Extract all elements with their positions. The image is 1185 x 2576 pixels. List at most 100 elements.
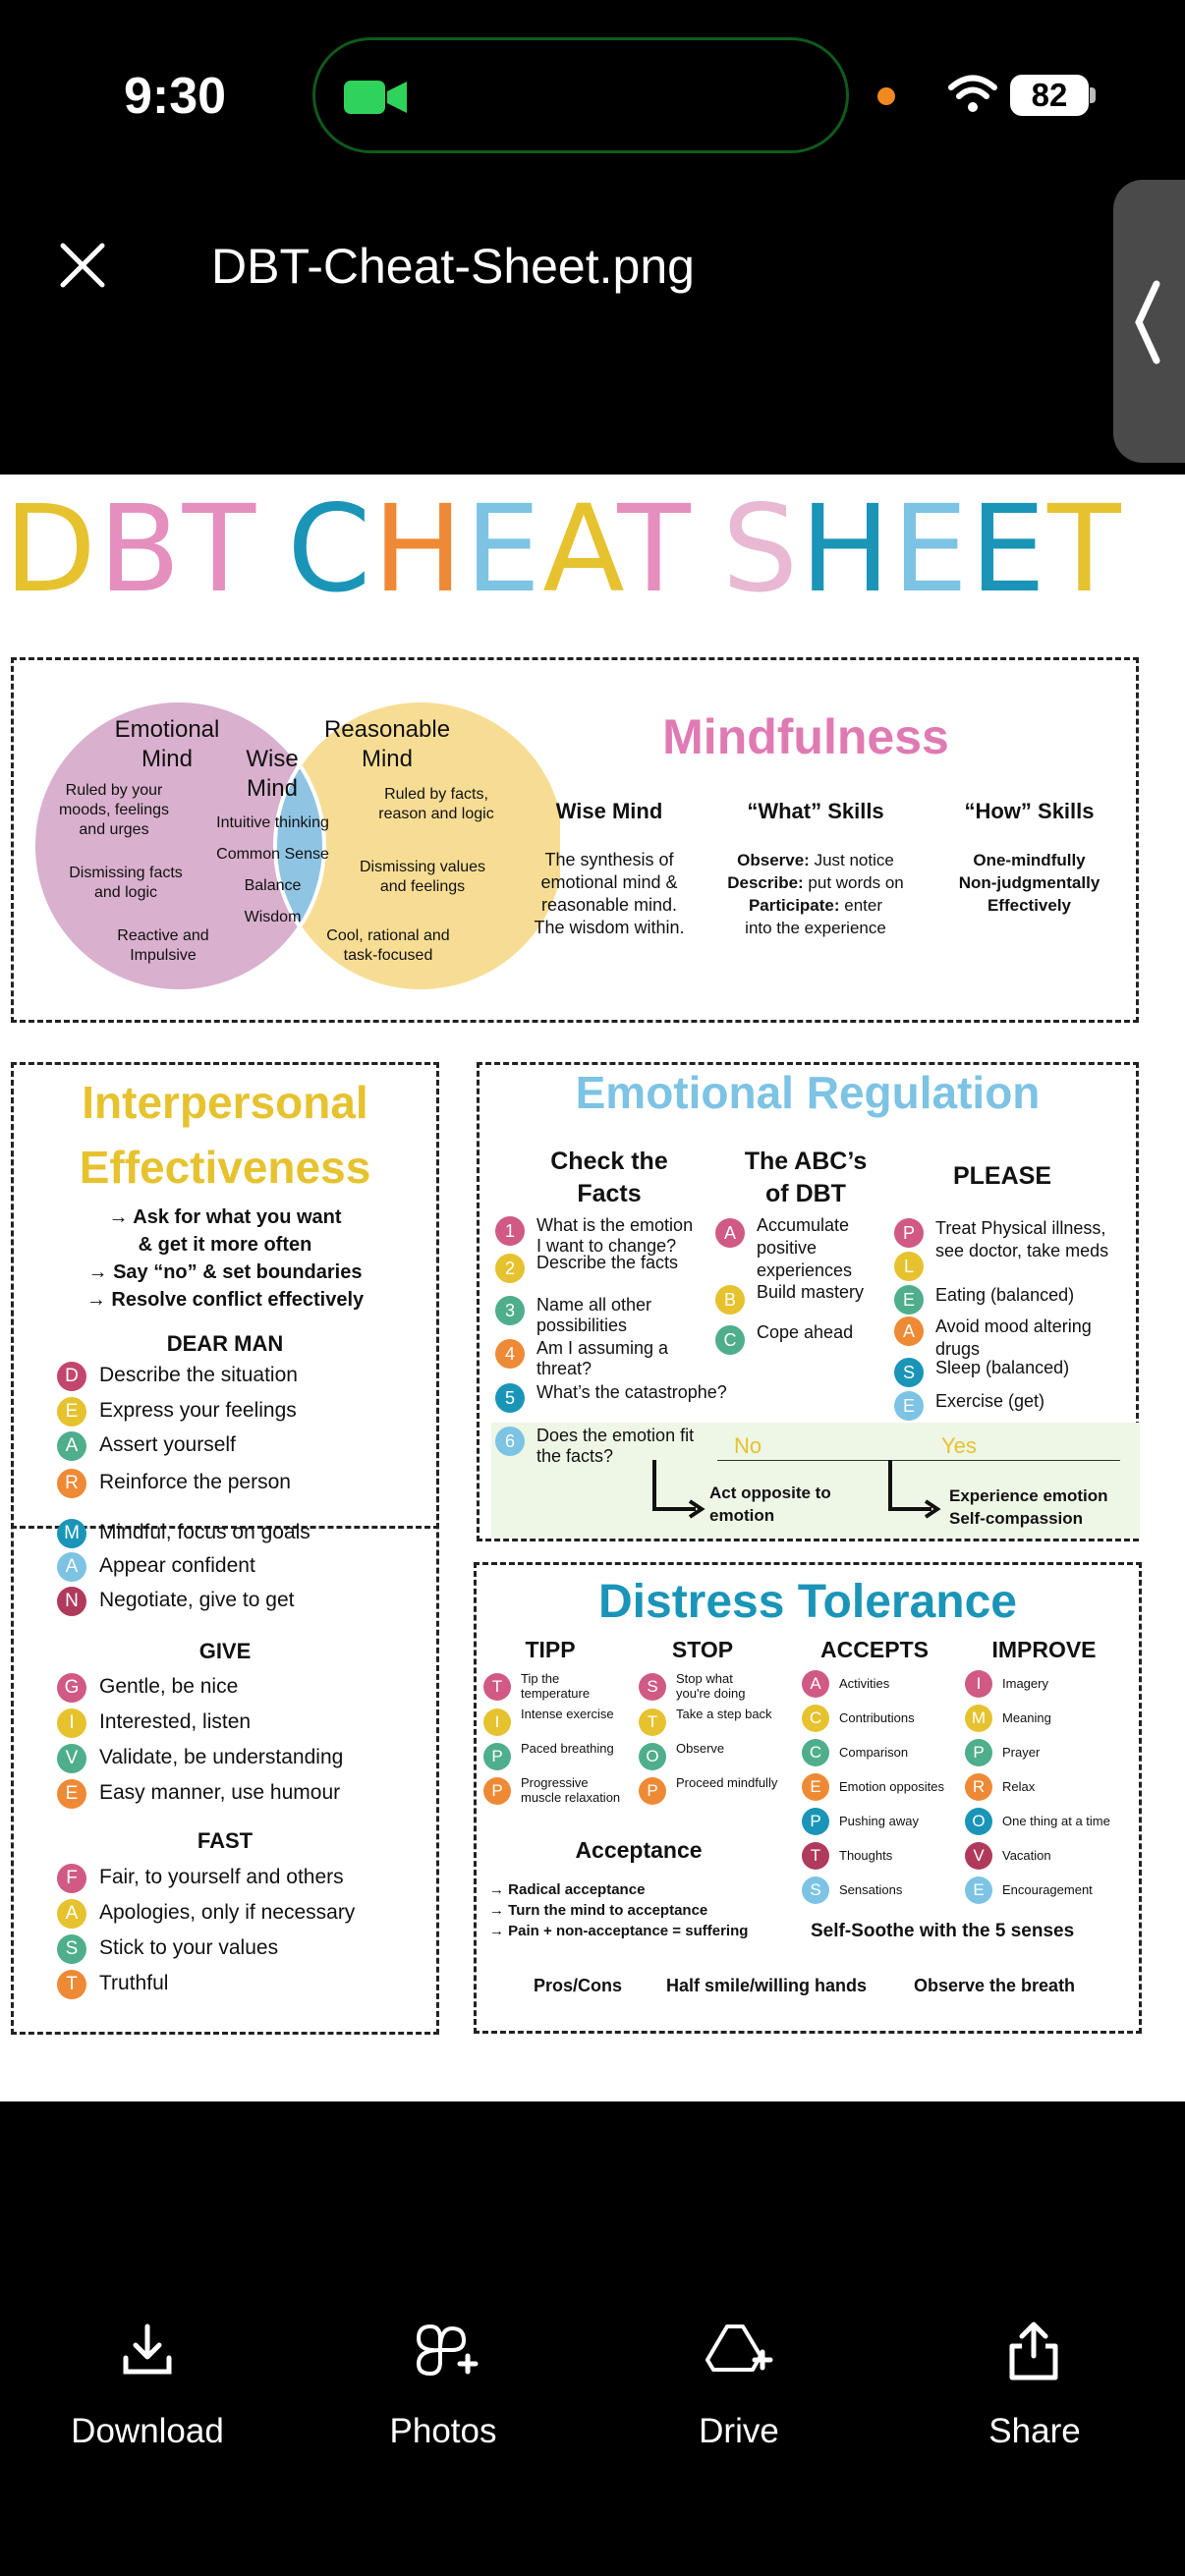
drive-button[interactable]: Drive	[699, 2412, 779, 2450]
letter-badge: T	[483, 1673, 511, 1701]
list-item-text: Meaning	[1002, 1710, 1051, 1725]
letter-badge: V	[965, 1842, 992, 1870]
letter-badge: A	[715, 1218, 745, 1248]
list-item-text: Take a step back	[676, 1707, 772, 1721]
acceptance-list: → Radical acceptance→ Turn the mind to a…	[489, 1879, 804, 1941]
letter-badge: S	[639, 1673, 666, 1701]
list-item-text: Easy manner, use humour	[99, 1781, 341, 1804]
letter-badge: 6	[495, 1427, 525, 1456]
list-item-text: Intense exercise	[521, 1707, 614, 1721]
what-skill-line: Describe: put words on	[727, 873, 904, 892]
title-letter: E	[970, 479, 1048, 619]
title-letter: T	[1047, 479, 1123, 619]
close-icon[interactable]	[57, 240, 108, 291]
distress-tolerance-title: Distress Tolerance	[598, 1576, 1017, 1628]
letter-badge: M	[57, 1519, 86, 1548]
list-item-text: Cope ahead	[757, 1322, 854, 1342]
what-skills-list: Observe: Just notice Describe: put words…	[707, 849, 924, 939]
no-label: No	[734, 1433, 762, 1458]
emotional-mind-item: Ruled by your moods, feelings and urges	[58, 782, 170, 838]
letter-badge: 2	[495, 1254, 525, 1283]
photos-icon[interactable]	[411, 2321, 481, 2385]
list-item-text: Accumulate positive experiences	[757, 1215, 853, 1280]
wise-mind-item: Wisdom	[244, 909, 302, 925]
self-soothe: Self-Soothe with the 5 senses	[811, 1921, 1075, 1941]
letter-badge: E	[57, 1397, 86, 1427]
list-item-text: Interested, listen	[99, 1710, 252, 1733]
letter-badge: P	[483, 1743, 511, 1770]
letter-badge: S	[802, 1876, 829, 1904]
letter-badge: G	[57, 1673, 86, 1703]
title-letter: E	[465, 479, 543, 619]
wise-mind-heading: Wise Mind	[555, 799, 663, 823]
letter-badge: E	[894, 1285, 924, 1315]
file-name: DBT-Cheat-Sheet.png	[211, 239, 695, 294]
list-item-text: Stop what you're doing	[676, 1671, 746, 1701]
list-item-text: Describe the situation	[99, 1364, 298, 1386]
letter-badge: T	[57, 1970, 86, 1999]
list-item-text: Imagery	[1002, 1676, 1048, 1691]
goal-line: & get it more often	[138, 1234, 312, 1256]
interpersonal-goals: → Ask for what you want & get it more oft…	[11, 1204, 439, 1314]
list-item-text: Assert yourself	[99, 1433, 236, 1456]
battery-nub	[1090, 87, 1096, 103]
wise-mind-title: Wise Mind	[246, 746, 299, 802]
yes-result: Experience emotion Self-compassion	[949, 1486, 1108, 1528]
list-item-text: Avoid mood altering drugs	[935, 1316, 1092, 1359]
list-item-text: Relax	[1002, 1779, 1036, 1794]
goal-line: → Ask for what you want	[108, 1206, 342, 1228]
list-item-text: Build mastery	[757, 1282, 865, 1302]
letter-badge: A	[57, 1552, 86, 1582]
list-item-text: Apologies, only if necessary	[99, 1901, 356, 1924]
yes-label: Yes	[941, 1433, 977, 1458]
drive-icon[interactable]	[704, 2321, 774, 2381]
letter-badge: B	[715, 1285, 745, 1315]
emotion-fit-highlight	[491, 1423, 1140, 1539]
share-icon[interactable]	[1004, 2321, 1063, 2383]
list-item-text: Reinforce the person	[99, 1471, 291, 1493]
list-item-text: Emotion opposites	[839, 1779, 944, 1794]
letter-badge: E	[894, 1391, 924, 1421]
list-item-text: Does the emotion fit the facts?	[536, 1426, 695, 1466]
letter-badge: V	[57, 1744, 86, 1773]
list-item-text: Sleep (balanced)	[935, 1358, 1070, 1377]
goal-line: → Resolve conflict effectively	[85, 1289, 365, 1311]
fast-heading: FAST	[197, 1828, 254, 1853]
interpersonal-title: Interpersonal	[82, 1077, 368, 1128]
title-letter: T	[182, 479, 258, 619]
letter-badge: C	[802, 1705, 829, 1732]
wise-mind-item: Balance	[244, 877, 302, 894]
footer-item: Pros/Cons	[534, 1976, 623, 1995]
title-letter: E	[891, 479, 971, 619]
letter-badge: F	[57, 1864, 86, 1893]
title-letter: H	[800, 479, 892, 619]
download-icon[interactable]	[118, 2321, 177, 2380]
reasonable-mind-title: Reasonable Mind	[323, 716, 451, 772]
photos-button[interactable]: Photos	[389, 2412, 497, 2450]
decision-arrows	[652, 1460, 1120, 1519]
letter-badge: L	[894, 1252, 924, 1281]
download-button[interactable]: Download	[71, 2412, 224, 2450]
letter-badge: A	[57, 1431, 86, 1461]
side-panel-handle[interactable]	[1113, 180, 1185, 463]
how-skills-heading: “How” Skills	[964, 799, 1095, 823]
wise-mind-item: Common Sense	[216, 846, 329, 863]
list-item-text: Proceed mindfully	[676, 1775, 778, 1790]
list-item-text: Sensations	[839, 1882, 903, 1897]
stop-heading: STOP	[671, 1637, 734, 1662]
letter-badge: S	[894, 1358, 924, 1387]
list-item-text: Thoughts	[839, 1848, 893, 1863]
list-item-text: What is the emotion I want to change?	[536, 1215, 694, 1256]
viewer-top-bar	[0, 196, 1185, 475]
list-item-text: Name all other possibilities	[536, 1295, 652, 1335]
list-item-text: Eating (balanced)	[935, 1285, 1075, 1305]
status-bar: 9:30 82	[0, 0, 1185, 196]
give-heading: GIVE	[198, 1639, 252, 1663]
letter-badge: R	[965, 1773, 992, 1801]
share-button[interactable]: Share	[988, 2412, 1081, 2450]
